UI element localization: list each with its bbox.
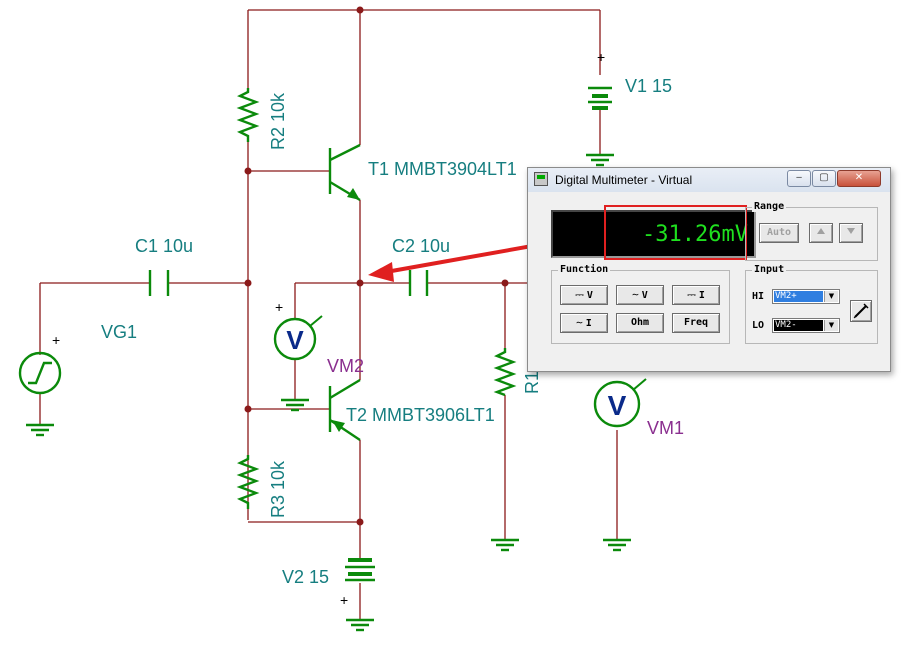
ac-current-label: I bbox=[585, 318, 592, 329]
hi-select[interactable]: VM2+ ▼ bbox=[772, 289, 840, 304]
label-vm2: VM2 bbox=[327, 356, 364, 376]
ohm-button[interactable]: Ohm bbox=[616, 313, 664, 333]
plus-vg1: + bbox=[52, 332, 60, 348]
minimize-button[interactable]: ‒ bbox=[787, 170, 811, 187]
input-title: Input bbox=[752, 264, 787, 275]
label-v1: V1 15 bbox=[625, 76, 672, 96]
label-c2: C2 10u bbox=[392, 236, 450, 256]
input-group: Input HI VM2+ ▼ LO VM2- ▼ bbox=[745, 264, 878, 344]
ac-voltage-label: V bbox=[641, 290, 648, 301]
lo-label: LO bbox=[752, 320, 765, 331]
ac-voltage-button[interactable]: ∼V bbox=[616, 285, 664, 305]
label-vg1: VG1 bbox=[101, 322, 137, 342]
label-c1: C1 10u bbox=[135, 236, 193, 256]
ac-current-button[interactable]: ∼I bbox=[560, 313, 608, 333]
svg-text:V: V bbox=[608, 390, 627, 421]
label-r3: R3 10k bbox=[268, 460, 288, 518]
window-titlebar[interactable]: Digital Multimeter - Virtual ‒ ▢ ✕ bbox=[528, 168, 890, 192]
readout-value: -31.26mV bbox=[642, 222, 748, 247]
voltmeter-vm1: V bbox=[593, 378, 647, 428]
svg-text:V: V bbox=[286, 325, 304, 355]
dc-voltage-label: V bbox=[586, 290, 593, 301]
ground-symbols bbox=[26, 153, 631, 632]
range-title: Range bbox=[752, 201, 787, 212]
auto-range-button[interactable]: Auto bbox=[759, 223, 799, 243]
chevron-down-icon: ▼ bbox=[824, 320, 838, 331]
label-r2: R2 10k bbox=[268, 92, 288, 150]
freq-button[interactable]: Freq bbox=[672, 313, 720, 333]
range-up-button[interactable] bbox=[809, 223, 833, 243]
label-t2: T2 MMBT3906LT1 bbox=[346, 405, 495, 425]
probe-button[interactable] bbox=[850, 300, 872, 322]
restore-button[interactable]: ▢ bbox=[812, 170, 836, 187]
function-title: Function bbox=[558, 264, 611, 275]
range-group: Range Auto bbox=[745, 201, 878, 261]
ac-icon: ∼ bbox=[576, 316, 583, 329]
window-title: Digital Multimeter - Virtual bbox=[555, 173, 693, 187]
hi-select-value: VM2+ bbox=[774, 291, 823, 302]
probe-pen-icon bbox=[853, 303, 869, 319]
resistor-r2 bbox=[236, 88, 260, 142]
range-down-button[interactable] bbox=[839, 223, 863, 243]
label-r1: R1 bbox=[522, 371, 542, 394]
label-t1: T1 MMBT3904LT1 bbox=[368, 159, 517, 179]
voltmeter-vm2: V bbox=[273, 315, 323, 361]
plus-v1: + bbox=[597, 49, 605, 65]
resistor-r1 bbox=[493, 348, 517, 397]
dc-current-label: I bbox=[698, 290, 705, 301]
readout-display: -31.26mV bbox=[551, 210, 756, 258]
triangle-up-icon bbox=[817, 228, 825, 234]
signal-source-vg1 bbox=[18, 351, 62, 395]
hi-label: HI bbox=[752, 291, 765, 302]
function-group: Function ⎓V ∼V ⎓I ∼I Ohm Freq bbox=[551, 264, 730, 344]
dc-current-button[interactable]: ⎓I bbox=[672, 285, 720, 305]
junction-dots bbox=[244, 6, 509, 526]
multimeter-window: Digital Multimeter - Virtual ‒ ▢ ✕ -31.2… bbox=[527, 167, 891, 372]
close-button[interactable]: ✕ bbox=[837, 170, 881, 187]
plus-v2: + bbox=[340, 592, 348, 608]
multimeter-app-icon bbox=[534, 172, 548, 186]
dc-icon: ⎓ bbox=[575, 288, 584, 301]
resistor-r3 bbox=[236, 455, 260, 509]
lo-select-value: VM2- bbox=[774, 320, 823, 331]
label-v2: V2 15 bbox=[282, 567, 329, 587]
label-vm1: VM1 bbox=[647, 418, 684, 438]
ac-icon: ∼ bbox=[632, 288, 639, 301]
dc-icon: ⎓ bbox=[687, 288, 696, 301]
readout-highlight-box bbox=[604, 205, 747, 260]
triangle-down-icon bbox=[847, 228, 855, 234]
lo-select[interactable]: VM2- ▼ bbox=[772, 318, 840, 333]
plus-vm2: + bbox=[275, 299, 283, 315]
wires bbox=[39, 9, 618, 620]
dc-voltage-button[interactable]: ⎓V bbox=[560, 285, 608, 305]
chevron-down-icon: ▼ bbox=[824, 291, 838, 302]
